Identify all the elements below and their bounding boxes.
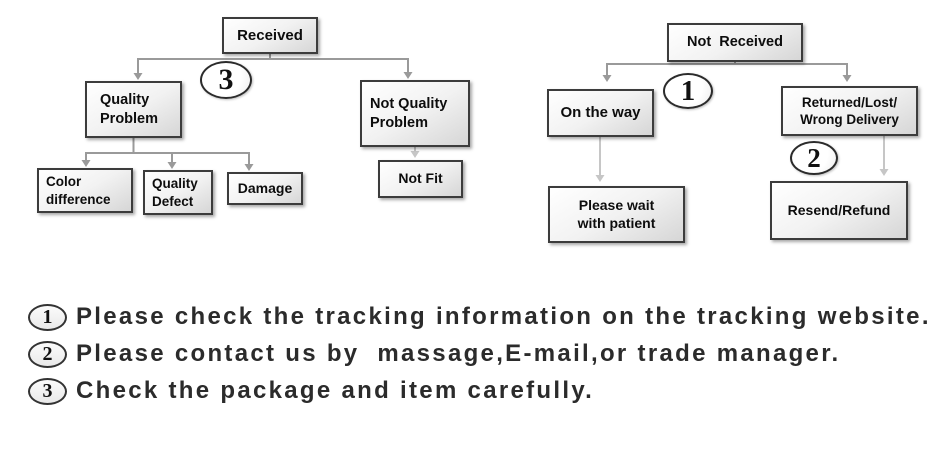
node-on-the-way: On the way (547, 89, 654, 137)
note-text: Please check the tracking information on… (76, 303, 931, 330)
note-text: Check the package and item carefully. (76, 377, 595, 404)
node-please-wait-with-patient: Please wait with patient (548, 186, 685, 243)
note-row: 1 Please check the tracking information … (28, 303, 931, 331)
node-returned-lost-wrong-delivery: Returned/Lost/ Wrong Delivery (781, 86, 918, 136)
arrowhead-icon (133, 73, 143, 80)
note-number-circle: 3 (28, 377, 67, 405)
node-resend-refund: Resend/Refund (770, 181, 908, 240)
note-number-circle: 2 (28, 340, 67, 368)
badge-step-1: 1 (663, 73, 713, 109)
arrowhead-icon (842, 75, 852, 82)
arrowhead-icon (602, 75, 612, 82)
node-not-fit: Not Fit (378, 160, 463, 198)
arrowhead-icon (167, 162, 177, 169)
arrowhead-icon (81, 160, 91, 167)
note-text: Please contact us by massage,E-mail,or t… (76, 340, 841, 367)
node-quality-defect: Quality Defect (143, 170, 213, 215)
note-row: 2 Please contact us by massage,E-mail,or… (28, 340, 840, 368)
arrowhead-icon (879, 169, 889, 176)
badge-step-2: 2 (790, 141, 838, 175)
node-color-difference: Color difference (37, 168, 133, 213)
node-received: Received (222, 17, 318, 54)
note-number-circle: 1 (28, 303, 67, 331)
arrowhead-icon (403, 72, 413, 79)
node-not-received: Not Received (667, 23, 803, 62)
note-row: 3 Check the package and item carefully. (28, 377, 594, 405)
node-not-quality-problem: Not Quality Problem (360, 80, 470, 147)
node-quality-problem: Quality Problem (85, 81, 182, 138)
node-damage: Damage (227, 172, 303, 205)
arrowhead-icon (595, 175, 605, 182)
badge-step-3: 3 (200, 61, 252, 99)
arrowhead-icon (244, 164, 254, 171)
arrowhead-icon (410, 151, 420, 158)
